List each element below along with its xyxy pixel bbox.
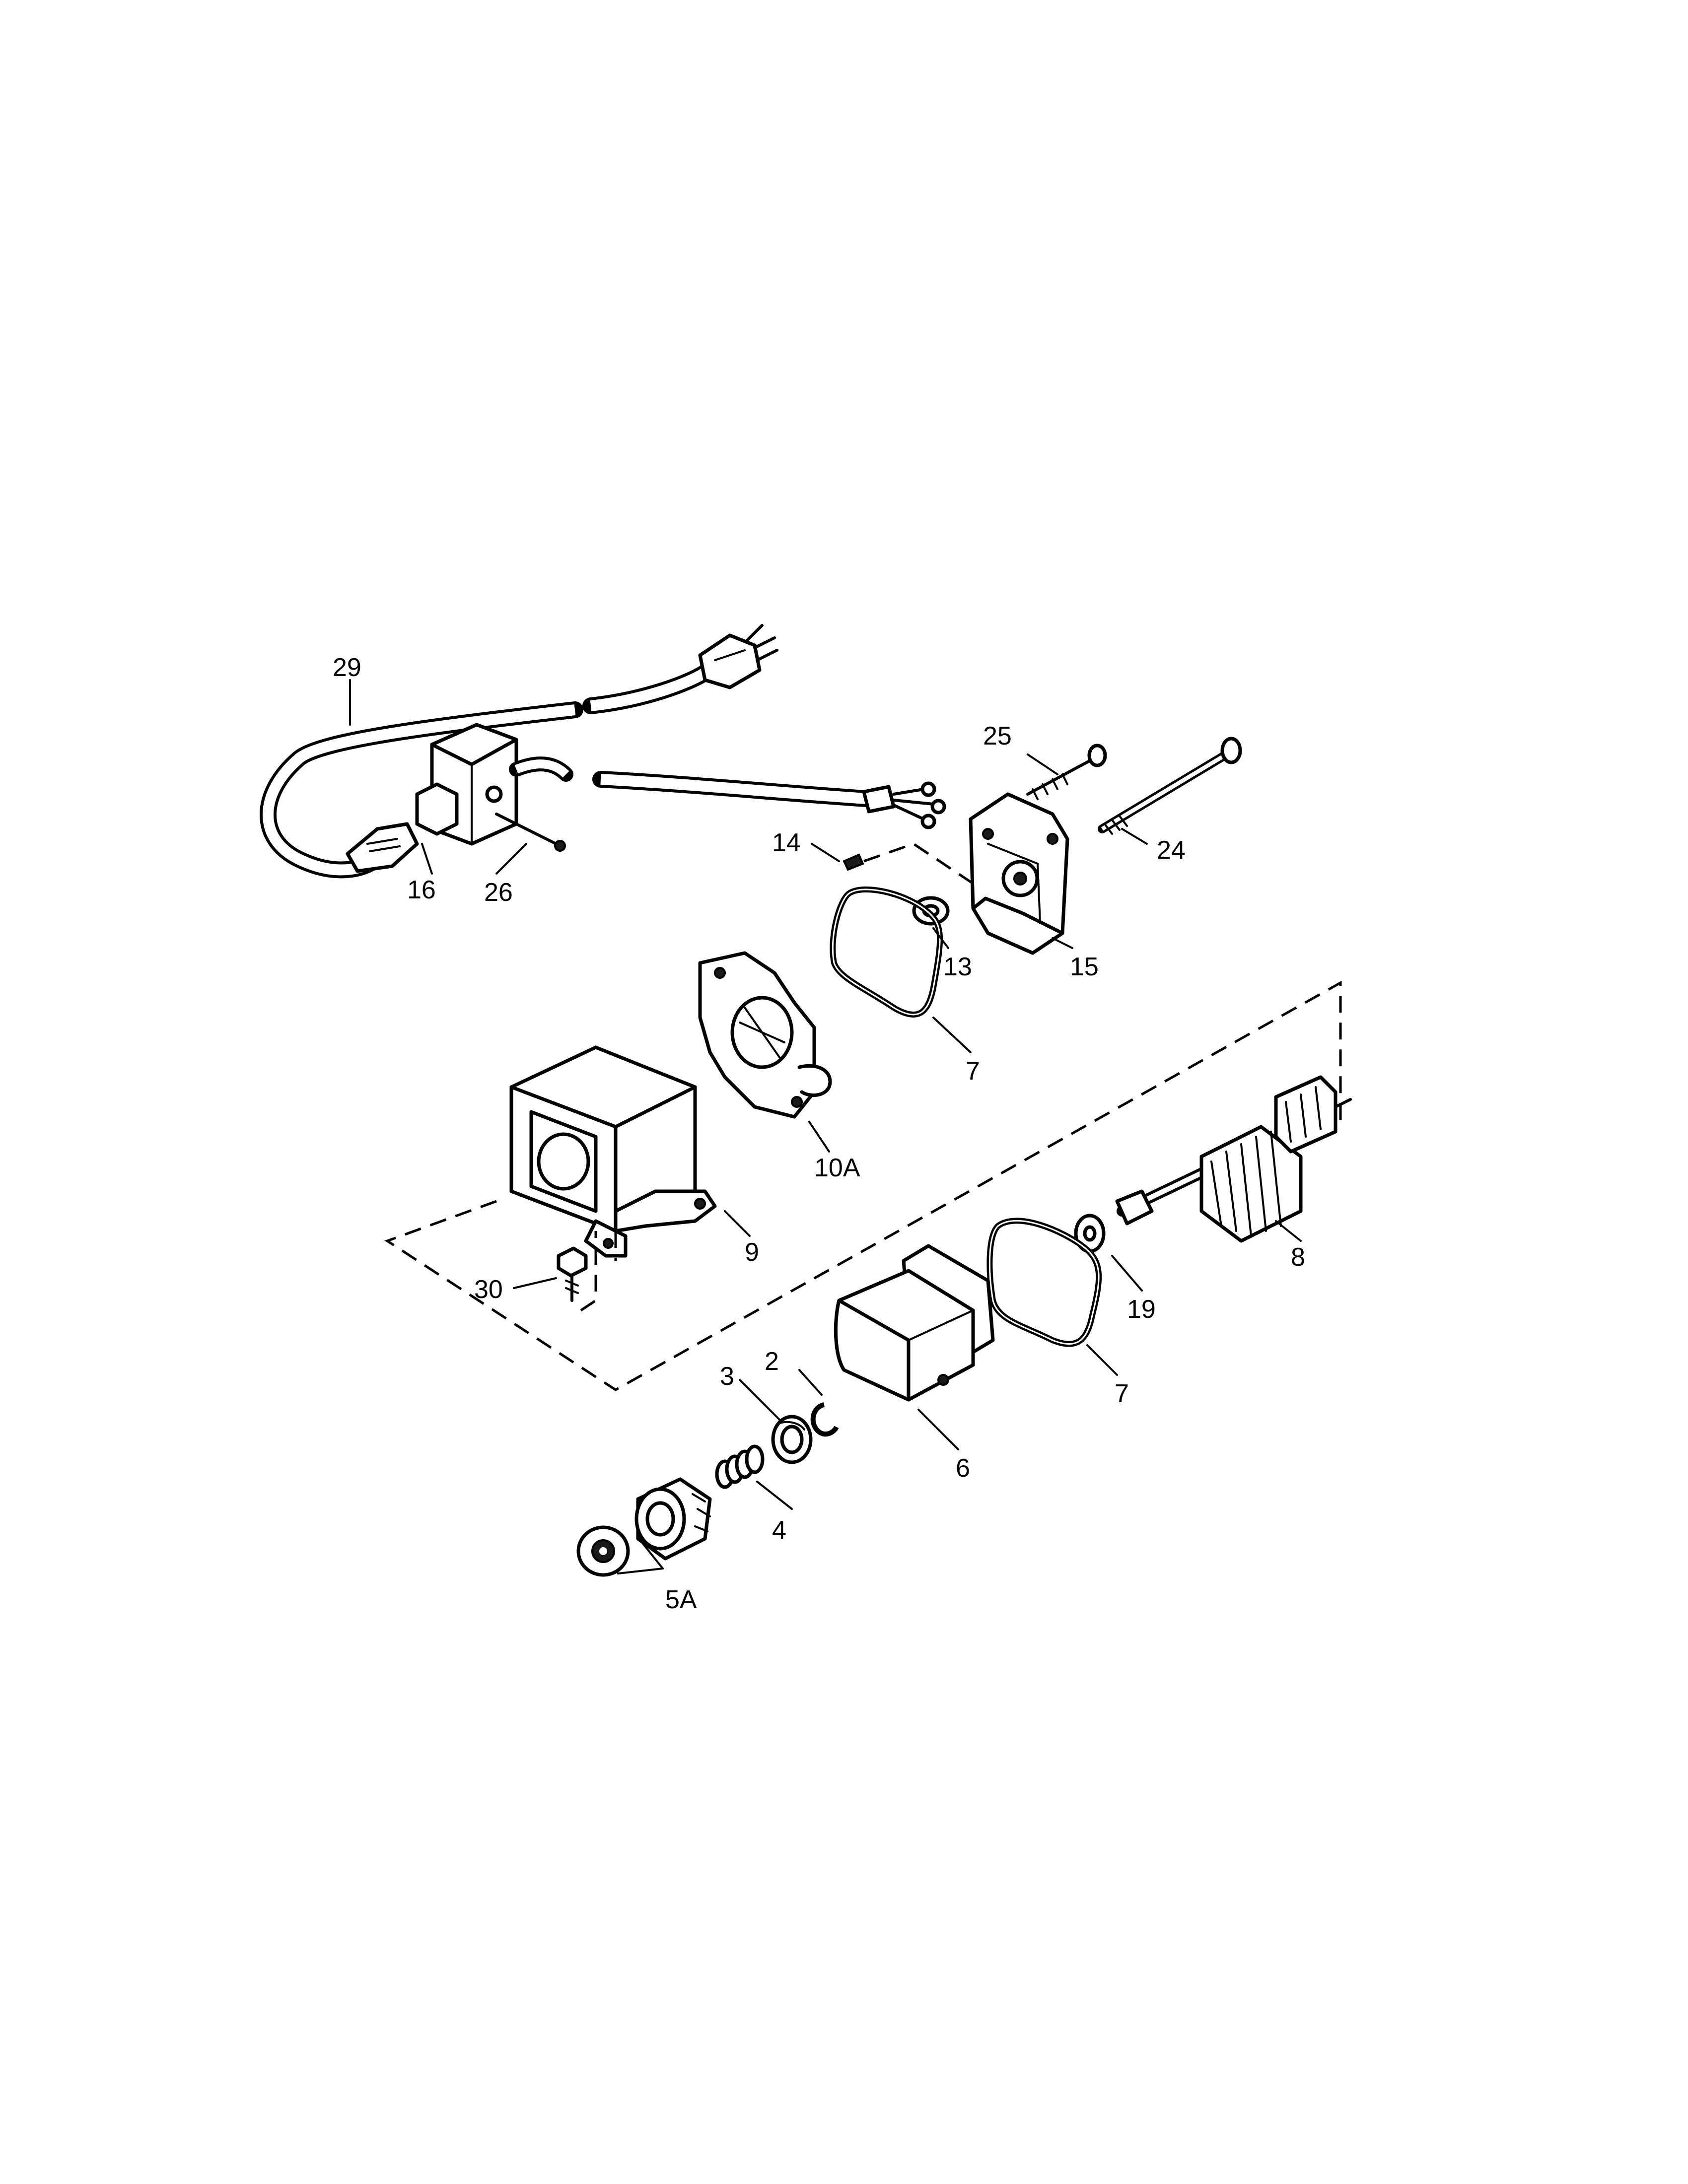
callout-6: 6 — [956, 1454, 970, 1483]
gasket-7-lower — [986, 1218, 1102, 1347]
callout-4: 4 — [772, 1516, 786, 1545]
brush-plate-10A — [698, 951, 832, 1119]
callout-3: 3 — [720, 1362, 734, 1391]
callout-30: 30 — [474, 1275, 503, 1304]
motor-housing-9 — [509, 1045, 717, 1258]
callout-9: 9 — [745, 1238, 759, 1267]
gasket-7-upper — [830, 887, 943, 1018]
callout-29: 29 — [333, 653, 361, 682]
armature-8 — [1115, 1075, 1352, 1243]
lead-wire — [592, 771, 946, 829]
callout-7-lower: 7 — [1115, 1379, 1129, 1408]
pinion-gear-5A — [634, 1477, 712, 1561]
callout-19: 19 — [1127, 1295, 1156, 1324]
bolt-24 — [1098, 737, 1242, 835]
callout-14: 14 — [772, 828, 801, 857]
assembly-line-left — [384, 980, 1342, 1391]
callout-7-upper: 7 — [966, 1057, 980, 1086]
callout-5A: 5A — [665, 1585, 697, 1614]
nut-5A — [576, 1525, 630, 1577]
screw-14 — [843, 842, 974, 885]
callout-26: 26 — [484, 878, 513, 907]
end-cap — [969, 792, 1069, 955]
callout-24: 24 — [1157, 836, 1186, 865]
callout-labels: 29 25 24 14 16 26 13 15 7 10A 9 8 30 19 … — [333, 653, 1305, 1614]
bolt-30 — [557, 1231, 597, 1312]
screw-26 — [495, 813, 566, 852]
leader-lines — [349, 679, 1302, 1574]
switch-box — [415, 723, 573, 846]
callout-13: 13 — [943, 953, 972, 981]
spring-retainer-3 — [771, 1415, 813, 1464]
power-cord — [260, 624, 778, 879]
cord-connector — [346, 822, 419, 873]
callout-16: 16 — [407, 876, 436, 904]
spring-4 — [715, 1444, 765, 1489]
callout-10A: 10A — [814, 1154, 860, 1182]
callout-2: 2 — [765, 1347, 779, 1376]
callout-15: 15 — [1070, 953, 1099, 981]
callout-25: 25 — [983, 722, 1012, 751]
plug — [698, 624, 778, 689]
drive-housing-6 — [834, 1244, 995, 1402]
bolt-25 — [1026, 744, 1107, 800]
callout-8: 8 — [1291, 1243, 1305, 1272]
retaining-ring-2 — [810, 1402, 839, 1437]
